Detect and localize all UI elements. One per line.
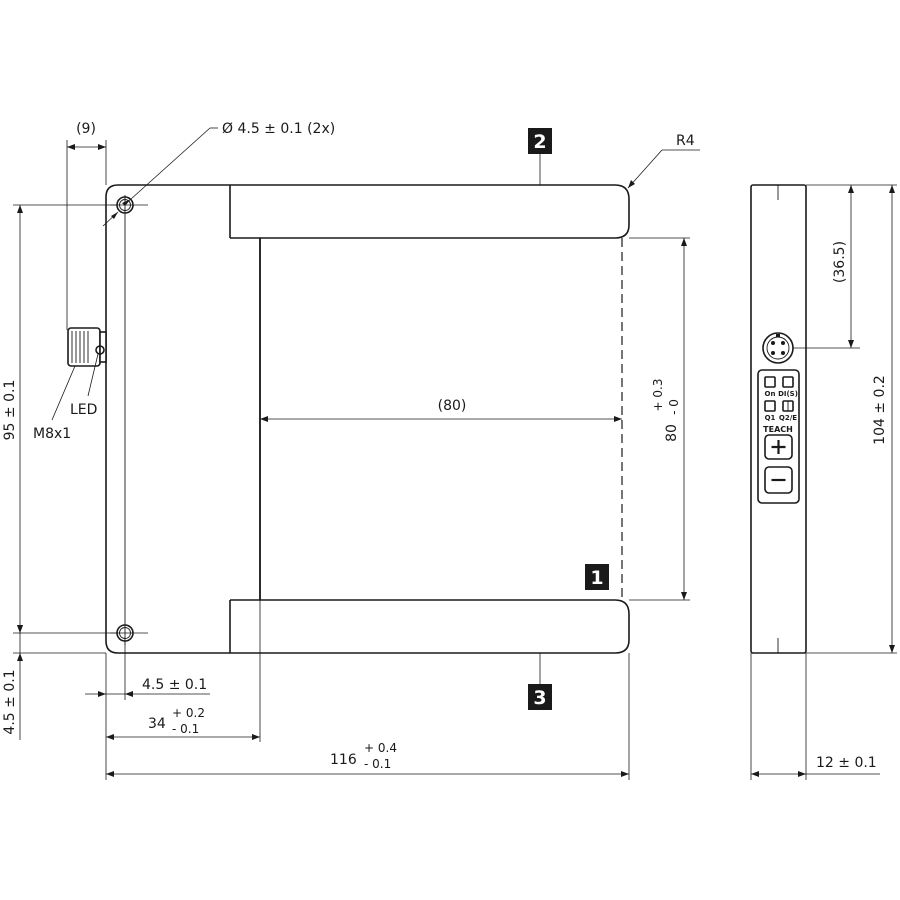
label-teach: TEACH	[763, 425, 793, 434]
label-di: DI(S)	[778, 390, 798, 398]
dim-slot-width: (80)	[438, 398, 467, 414]
dim-side-height: 104 ± 0.2	[872, 375, 888, 445]
dim-top-width: (9)	[76, 121, 96, 137]
dim-hole-diameter: Ø 4.5 ± 0.1 (2x)	[222, 121, 335, 137]
dim-hole-spacing: 95 ± 0.1	[2, 380, 18, 441]
dim-arm-tol-plus: + 0.2	[172, 706, 205, 720]
m8-connector	[67, 327, 107, 367]
marker-1: 1	[585, 564, 609, 590]
dim-slot-tol-minus: - 0	[667, 399, 681, 415]
side-connector	[762, 332, 794, 364]
led-indicator	[95, 345, 105, 355]
dim-hole-offset: 4.5 ± 0.1	[142, 677, 207, 693]
front-view	[67, 184, 630, 654]
marker-3: 3	[528, 653, 552, 710]
teach-minus-button[interactable]	[764, 466, 793, 494]
indicator-on	[764, 376, 776, 388]
label-on: On	[765, 390, 776, 398]
dim-arm-tol-minus: - 0.1	[172, 722, 199, 736]
dim-total-tol-plus: + 0.4	[364, 741, 397, 755]
control-panel	[757, 369, 800, 504]
side-view: On DI(S) Q1 Q2/E TEACH	[750, 184, 807, 654]
dim-total-main: 116	[330, 752, 357, 768]
svg-text:3: 3	[533, 687, 546, 709]
teach-plus-button[interactable]	[764, 434, 793, 460]
front-dimensions: (9) Ø 4.5 ± 0.1 (2x) 95 ± 0.1 4.5 ± 0.1 …	[2, 121, 700, 780]
label-led: LED	[70, 402, 97, 418]
dim-connector-position: (36.5)	[832, 241, 848, 283]
side-dimensions: 104 ± 0.2 (36.5) 12 ± 0.1	[750, 184, 897, 780]
label-connector: M8x1	[33, 426, 71, 442]
svg-text:1: 1	[590, 567, 603, 589]
dim-radius: R4	[676, 133, 695, 149]
dim-slot-depth-main: 80	[664, 424, 680, 442]
dim-total-tol-minus: - 0.1	[364, 757, 391, 771]
plus-icon	[771, 440, 786, 454]
fork-body-outline	[105, 184, 630, 654]
side-body-outline	[750, 184, 807, 654]
indicator-q1	[764, 400, 776, 412]
dim-slot-tol-plus: + 0.3	[651, 379, 665, 412]
dim-bottom-offset: 4.5 ± 0.1	[2, 669, 18, 734]
indicator-di	[782, 376, 794, 388]
label-q2: Q2/E	[779, 414, 797, 422]
svg-text:2: 2	[533, 131, 546, 153]
dim-side-width: 12 ± 0.1	[816, 755, 877, 771]
dim-arm-main: 34	[148, 716, 166, 732]
label-q1: Q1	[765, 414, 776, 422]
marker-2: 2	[528, 128, 552, 185]
